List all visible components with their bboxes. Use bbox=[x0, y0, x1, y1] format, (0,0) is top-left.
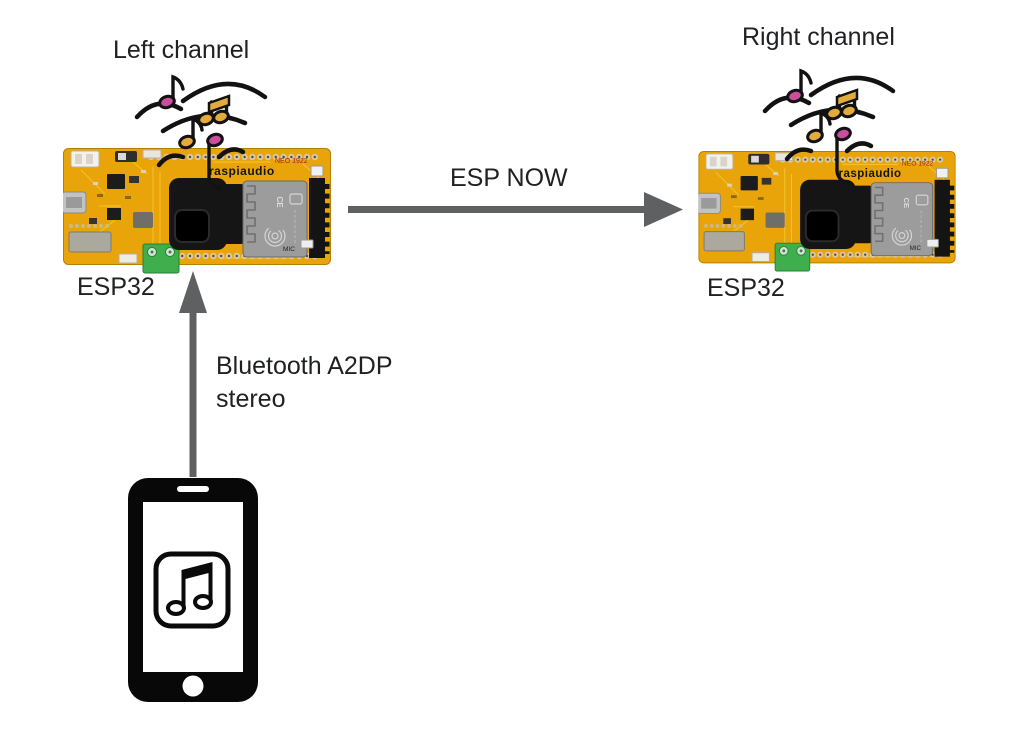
arrow-head bbox=[644, 192, 683, 227]
esp-now-arrow bbox=[348, 192, 683, 227]
music-notes-icon-left bbox=[131, 67, 271, 202]
right-board-label: ESP32 bbox=[707, 274, 785, 302]
music-notes-icon-right bbox=[759, 61, 899, 196]
esp-now-label: ESP NOW bbox=[450, 164, 568, 192]
arrow-shaft bbox=[348, 206, 646, 213]
bluetooth-label: Bluetooth A2DP stereo bbox=[216, 350, 393, 416]
phone-earpiece bbox=[177, 486, 209, 492]
smartphone-icon bbox=[128, 478, 258, 702]
bluetooth-arrow bbox=[179, 271, 207, 477]
phone-home-button bbox=[182, 675, 204, 697]
arrow-shaft bbox=[189, 311, 197, 477]
bluetooth-label-line2: stereo bbox=[216, 385, 286, 413]
right-channel-title: Right channel bbox=[742, 23, 895, 51]
left-board-label: ESP32 bbox=[77, 273, 155, 301]
bluetooth-label-line1: Bluetooth A2DP bbox=[216, 352, 393, 380]
left-channel-title: Left channel bbox=[113, 36, 250, 64]
arrow-head bbox=[179, 271, 207, 313]
music-app-icon bbox=[153, 551, 231, 629]
